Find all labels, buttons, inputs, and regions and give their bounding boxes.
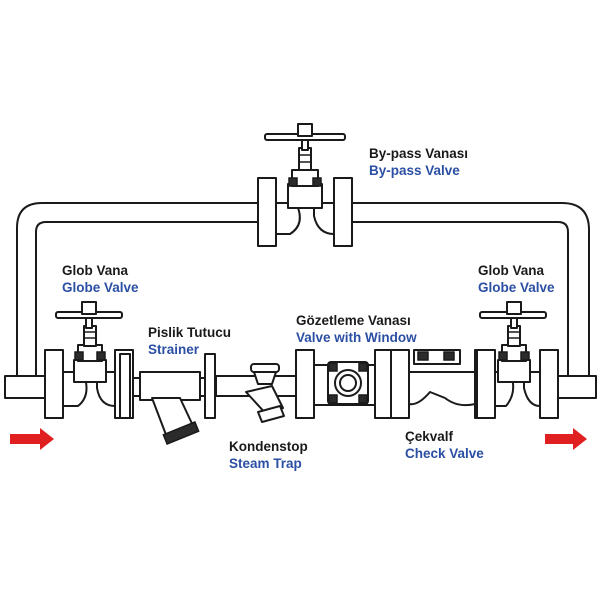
label-tr: Gözetleme Vanası <box>296 313 411 328</box>
label-en: Valve with Window <box>296 330 417 345</box>
label-en: Steam Trap <box>229 456 302 471</box>
label-steam-trap: Kondenstop Steam Trap <box>229 438 308 472</box>
label-en: Globe Valve <box>62 280 139 295</box>
label-check-valve: Çekvalf Check Valve <box>405 428 484 462</box>
label-globe-valve-right: Glob Vana Globe Valve <box>478 262 555 296</box>
steam-trap <box>245 363 285 423</box>
label-en: By-pass Valve <box>369 163 460 178</box>
label-globe-valve-left: Glob Vana Globe Valve <box>62 262 139 296</box>
label-valve-with-window: Gözetleme Vanası Valve with Window <box>296 312 417 346</box>
label-en: Strainer <box>148 342 200 357</box>
flow-arrow-in <box>10 428 54 450</box>
globe-valve-right <box>476 301 559 419</box>
label-bypass-valve: By-pass Vanası By-pass Valve <box>369 145 468 179</box>
sight-glass-valve <box>295 349 394 419</box>
label-tr: Kondenstop <box>229 439 308 454</box>
label-tr: Glob Vana <box>478 263 545 278</box>
label-en: Check Valve <box>405 446 484 461</box>
label-tr: Glob Vana <box>62 263 129 278</box>
flow-arrow-out <box>545 428 587 450</box>
bypass-globe-valve <box>257 123 353 247</box>
label-tr: By-pass Vanası <box>369 146 469 161</box>
strainer <box>119 353 216 445</box>
label-tr: Çekvalf <box>405 429 454 444</box>
label-strainer: Pislik Tutucu Strainer <box>148 324 231 358</box>
label-tr: Pislik Tutucu <box>148 325 232 340</box>
label-en: Globe Valve <box>478 280 555 295</box>
